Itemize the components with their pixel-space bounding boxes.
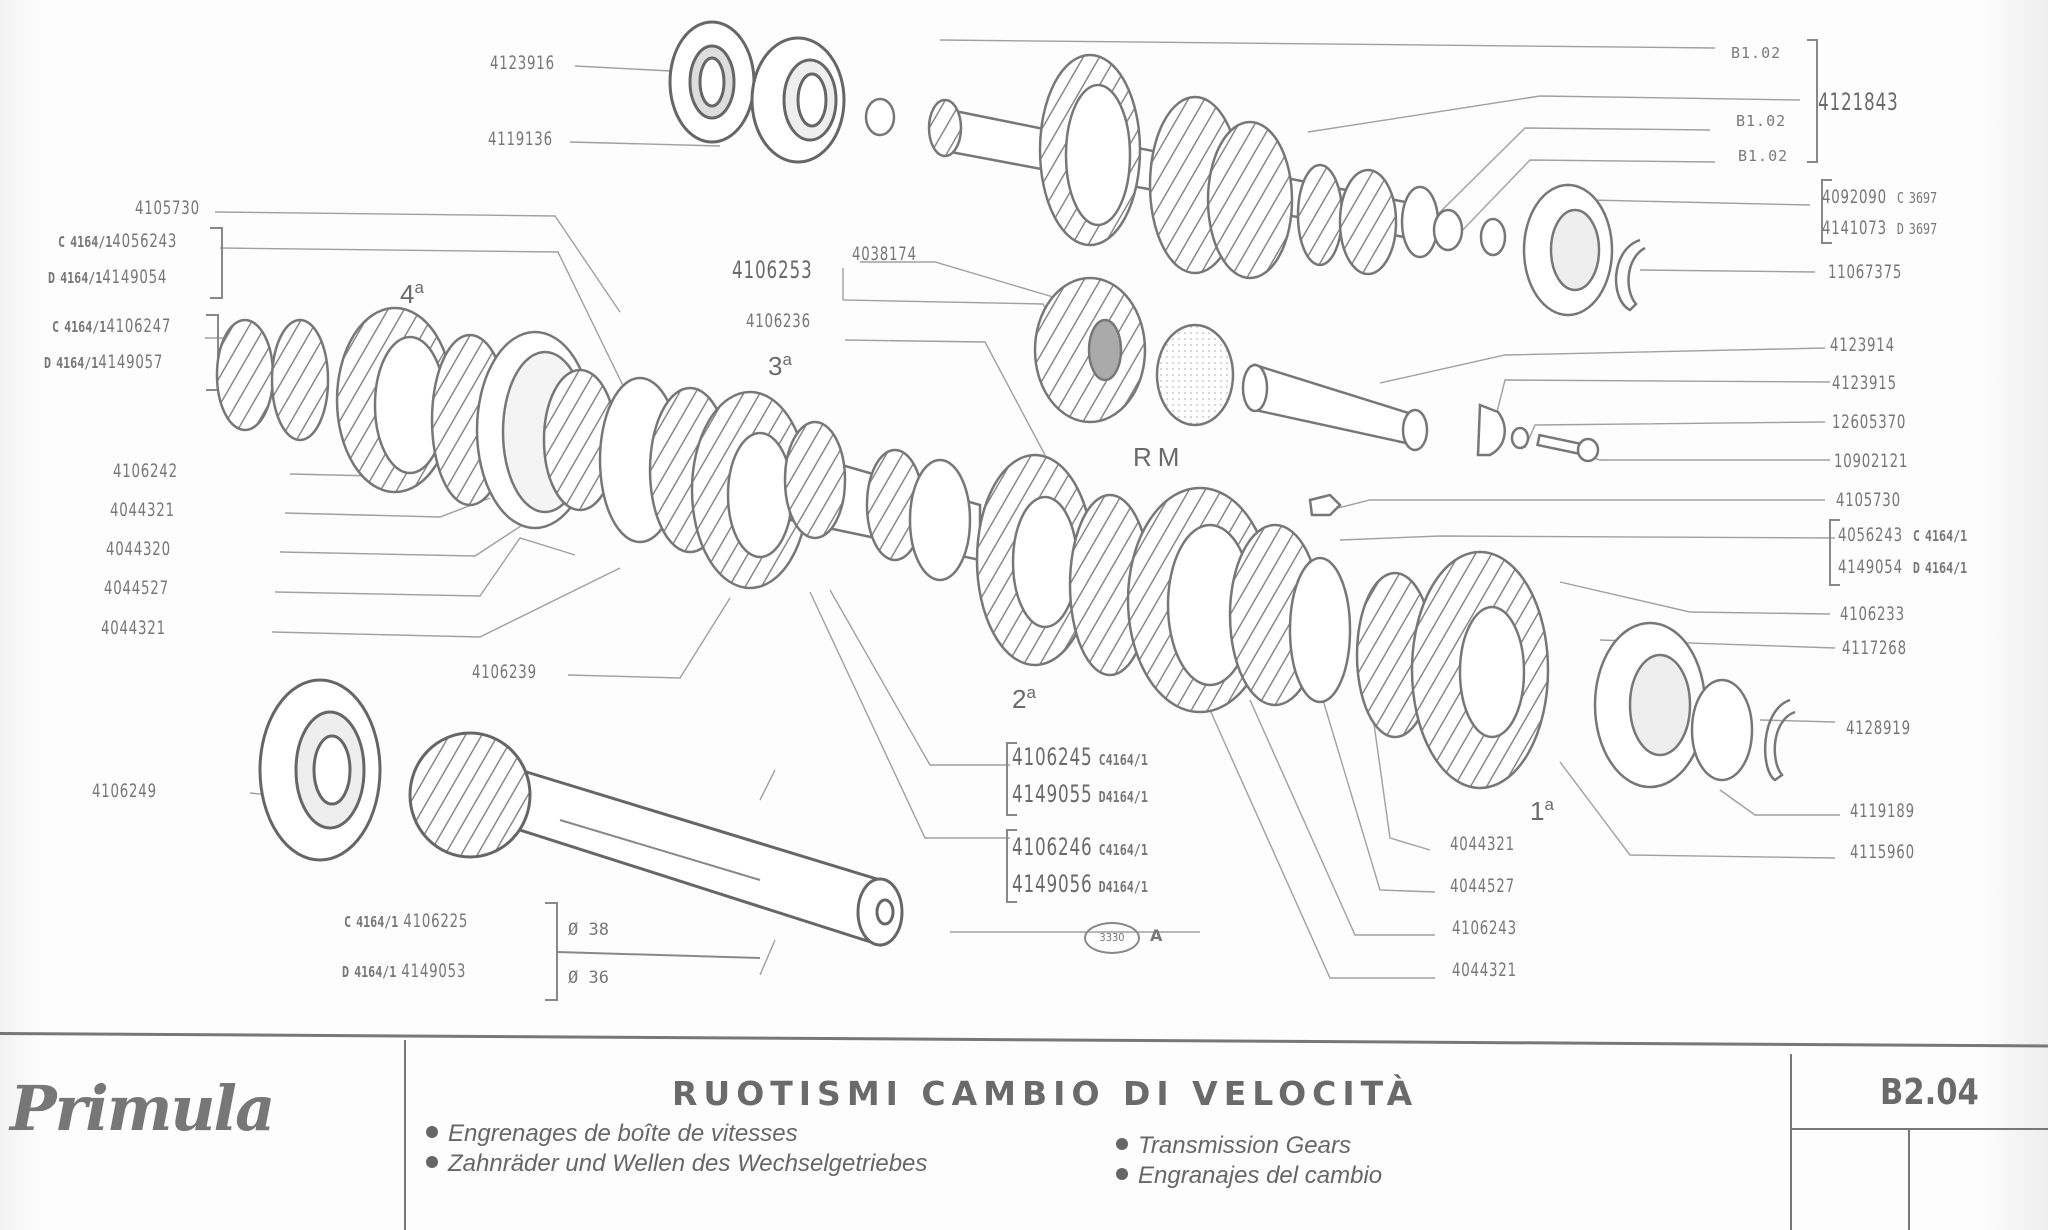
part-label: 4123914: [1830, 334, 1895, 356]
brand-logo: Primula: [10, 1072, 275, 1145]
part-label-variant: C 4164/14056243: [58, 230, 178, 252]
subtitle-es: Engranajes del cambio: [1116, 1162, 1382, 1190]
part-label: 4044321: [110, 499, 175, 521]
input-shaft: [864, 53, 1646, 317]
subtitle-fr: Engrenages de boîte de vitesses: [426, 1120, 798, 1148]
reference-code-badge: 3330: [1084, 922, 1140, 954]
part-label: 4044321: [1452, 959, 1517, 981]
pinion-shaft: [258, 678, 904, 948]
subtitle-en: Transmission Gears: [1116, 1132, 1351, 1160]
section-ref-label: B1.02: [1736, 112, 1787, 130]
page-title: RUOTISMI CAMBIO DI VELOCITÀ: [672, 1074, 1419, 1113]
gear-3rd-label: 3a: [768, 350, 792, 381]
gear-4th-label: 4a: [400, 278, 424, 309]
part-label-variant: C 4164/14106247: [52, 315, 172, 337]
part-label: 4106253: [732, 256, 813, 284]
bullet-icon: [426, 1126, 438, 1138]
part-label-variant: D 4164/14149054: [48, 266, 168, 288]
part-label: 4121843: [1818, 88, 1899, 116]
part-label: 4106242: [113, 460, 178, 482]
diameter-label: Ø 38: [568, 920, 609, 940]
part-label-variant: C 4164/1 4106225: [344, 910, 469, 932]
part-label: 4106236: [746, 310, 811, 332]
part-label: 4115960: [1850, 841, 1915, 863]
part-label-variant: D 4164/14149057: [44, 351, 164, 373]
part-label: 12605370: [1832, 411, 1907, 433]
title-block: Primula RUOTISMI CAMBIO DI VELOCITÀ B2.0…: [0, 1032, 2048, 1230]
part-label: 4044527: [1450, 875, 1515, 897]
part-label-variant: 4092090 C 3697: [1822, 186, 1938, 208]
top-bearing-seal: [668, 20, 756, 144]
part-label: 10902121: [1834, 450, 1909, 472]
part-label-variant: 4149056 D4164/1: [1012, 870, 1148, 898]
part-label: 4105730: [135, 197, 200, 219]
part-label: 4044320: [106, 538, 171, 560]
bullet-icon: [1116, 1138, 1128, 1150]
part-label: 4106249: [92, 780, 157, 802]
gear-1st-label: 1a: [1530, 795, 1554, 826]
part-label: 4128919: [1846, 717, 1911, 739]
diameter-label: Ø 36: [568, 968, 609, 988]
part-label: 4044321: [101, 617, 166, 639]
reverse-idler-group: [1033, 276, 1600, 517]
bullet-icon: [426, 1156, 438, 1168]
part-label-variant: 4149055 D4164/1: [1012, 780, 1148, 808]
section-ref-label: B1.02: [1738, 147, 1789, 165]
main-shaft-assembly: [215, 306, 1796, 790]
part-label-variant: 4056243 C 4164/1: [1838, 524, 1968, 546]
part-label: 4044321: [1450, 833, 1515, 855]
top-bearing: [750, 36, 846, 164]
exploded-gearbox-diagram: [205, 20, 1840, 1001]
title-block-border: [0, 1032, 2048, 1048]
part-label-variant: 4141073 D 3697: [1822, 217, 1938, 239]
section-ref-label: B1.02: [1731, 44, 1782, 62]
part-label: 4105730: [1836, 489, 1901, 511]
part-label: 4106239: [472, 661, 537, 683]
label-brackets: [206, 39, 1840, 1001]
sheet-number: B2.04: [1880, 1072, 1979, 1113]
gear-2nd-label: 2a: [1012, 683, 1036, 714]
subtitle-de: Zahnräder und Wellen des Wechselgetriebe…: [426, 1150, 927, 1178]
part-label: 11067375: [1828, 261, 1903, 283]
part-label-variant: D 4164/1 4149053: [342, 960, 467, 982]
part-label-variant: 4106245 C4164/1: [1012, 743, 1148, 771]
divider: [1908, 1130, 1910, 1230]
part-label: 4044527: [104, 577, 169, 599]
part-label: 4038174: [852, 243, 917, 265]
part-label-variant: 4149054 D 4164/1: [1838, 556, 1968, 578]
part-label: 4117268: [1842, 637, 1907, 659]
reverse-gear-label: RM: [1133, 442, 1186, 472]
divider: [1792, 1128, 2048, 1130]
part-label-variant: 4106246 C4164/1: [1012, 833, 1148, 861]
part-label: 4123916: [490, 52, 555, 74]
divider: [1790, 1054, 1792, 1230]
part-label: 4106243: [1452, 917, 1517, 939]
part-label: 4119189: [1850, 800, 1915, 822]
divider: [404, 1040, 406, 1230]
reference-suffix: A: [1150, 926, 1163, 945]
part-label: 4123915: [1832, 372, 1897, 394]
part-label: 4119136: [488, 128, 553, 150]
part-label: 4106233: [1840, 603, 1905, 625]
bullet-icon: [1116, 1168, 1128, 1180]
